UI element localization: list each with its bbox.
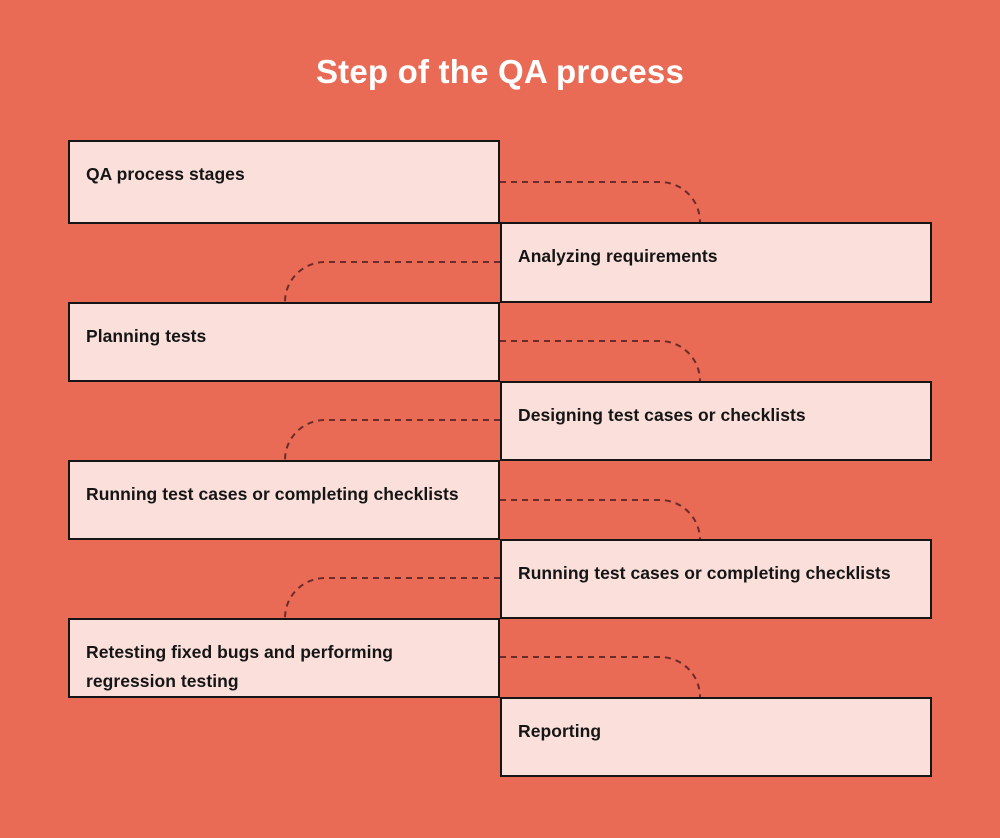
flow-step-8-label: Reporting — [518, 721, 602, 741]
flow-step-1-label: QA process stages — [86, 164, 245, 184]
flow-step-2[interactable]: Analyzing requirements — [500, 222, 932, 303]
flow-step-5[interactable]: Running test cases or completing checkli… — [68, 460, 500, 540]
flow-step-6[interactable]: Running test cases or completing checkli… — [500, 539, 932, 619]
flow-step-3-label: Planning tests — [86, 326, 207, 346]
page-title: Step of the QA process — [315, 53, 685, 90]
flow-step-7-label: Retesting fixed bugs and performing regr… — [86, 642, 394, 691]
flow-step-2-label: Analyzing requirements — [518, 246, 718, 266]
flow-step-3[interactable]: Planning tests — [68, 302, 500, 382]
flow-step-4[interactable]: Designing test cases or checklists — [500, 381, 932, 461]
flow-step-4-label: Designing test cases or checklists — [518, 405, 806, 425]
flow-step-1[interactable]: QA process stages — [68, 140, 500, 224]
flow-step-8[interactable]: Reporting — [500, 697, 932, 777]
flow-step-6-label: Running test cases or completing checkli… — [518, 563, 891, 583]
flow-step-7[interactable]: Retesting fixed bugs and performing regr… — [68, 618, 500, 698]
flow-step-5-label: Running test cases or completing checkli… — [86, 484, 459, 504]
